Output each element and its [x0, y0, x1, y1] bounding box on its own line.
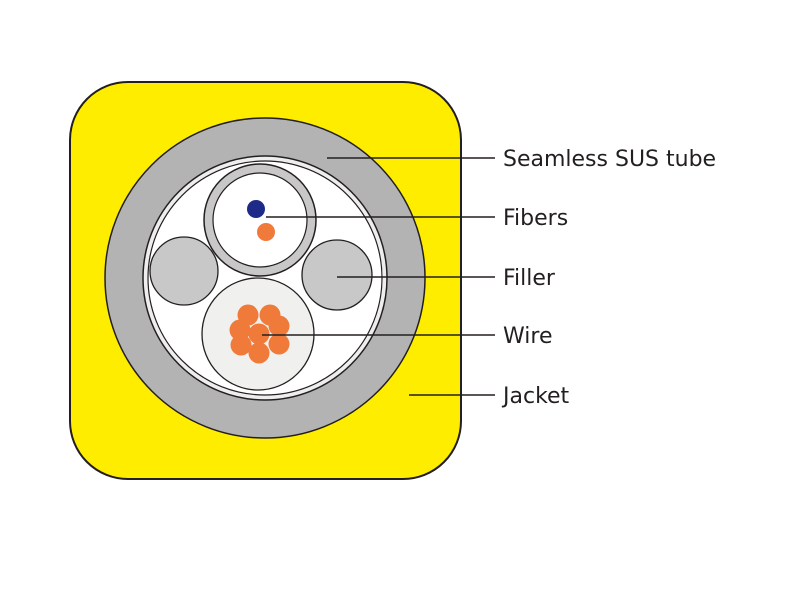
wire-strand — [268, 315, 290, 337]
label-jacket: Jacket — [501, 384, 570, 409]
filler-left — [149, 236, 219, 306]
fiber-orange — [257, 223, 275, 241]
label-fibers: Fibers — [503, 206, 568, 231]
label-wire: Wire — [503, 324, 552, 349]
wire-strand — [248, 342, 270, 364]
fiber-blue — [247, 200, 265, 218]
label-sus-tube: Seamless SUS tube — [503, 147, 716, 172]
label-filler: Filler — [503, 266, 556, 291]
wire-strand — [229, 319, 251, 341]
wire-strand-center — [248, 323, 270, 345]
wire-strand — [268, 333, 290, 355]
wire-strand — [230, 334, 252, 356]
filler-right — [301, 239, 373, 311]
wire-strands — [229, 304, 290, 364]
fiber-tube-inner — [212, 172, 308, 268]
